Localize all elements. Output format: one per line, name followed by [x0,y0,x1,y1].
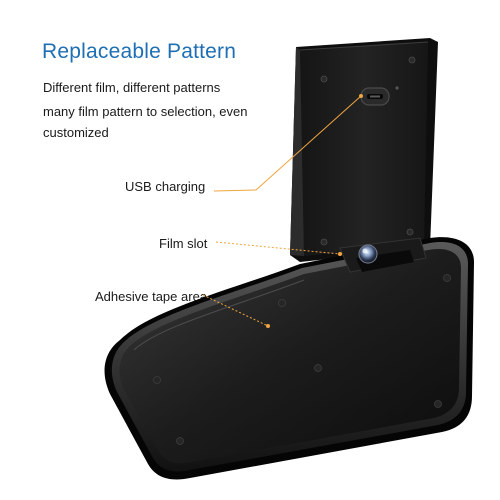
leader-film [215,241,341,255]
callout-film-slot: Film slot [159,236,208,251]
callout-usb-charging: USB charging [125,179,206,194]
screw-icon [434,400,442,408]
lens-icon [358,244,378,264]
film-slot [339,237,427,273]
description-line-3: customized [43,125,109,140]
screw-icon [278,299,286,307]
screw-icon [314,364,322,372]
leader-dot [359,94,363,98]
leader-tape [202,294,269,327]
base-body [104,237,475,480]
indicator-light-icon [395,86,399,90]
upright-flap [290,38,438,262]
callout-adhesive-tape-area: Adhesive tape area [95,289,208,304]
screw-icon [406,228,414,236]
screw-icon [320,238,328,246]
screw-icon [153,376,161,384]
leader-dot [338,252,342,256]
leader-dot [266,324,270,328]
page-title: Replaceable Pattern [42,40,237,63]
leader-usb [213,95,362,192]
usb-port [360,87,390,106]
screw-icon [443,274,451,282]
screw-icon [176,437,184,445]
description-line-1: Different film, different patterns [43,80,221,95]
leader-lines [202,95,362,327]
screw-icon [408,56,416,64]
description-line-2: many film pattern to selection, even [43,104,248,119]
screw-icon [320,75,328,83]
